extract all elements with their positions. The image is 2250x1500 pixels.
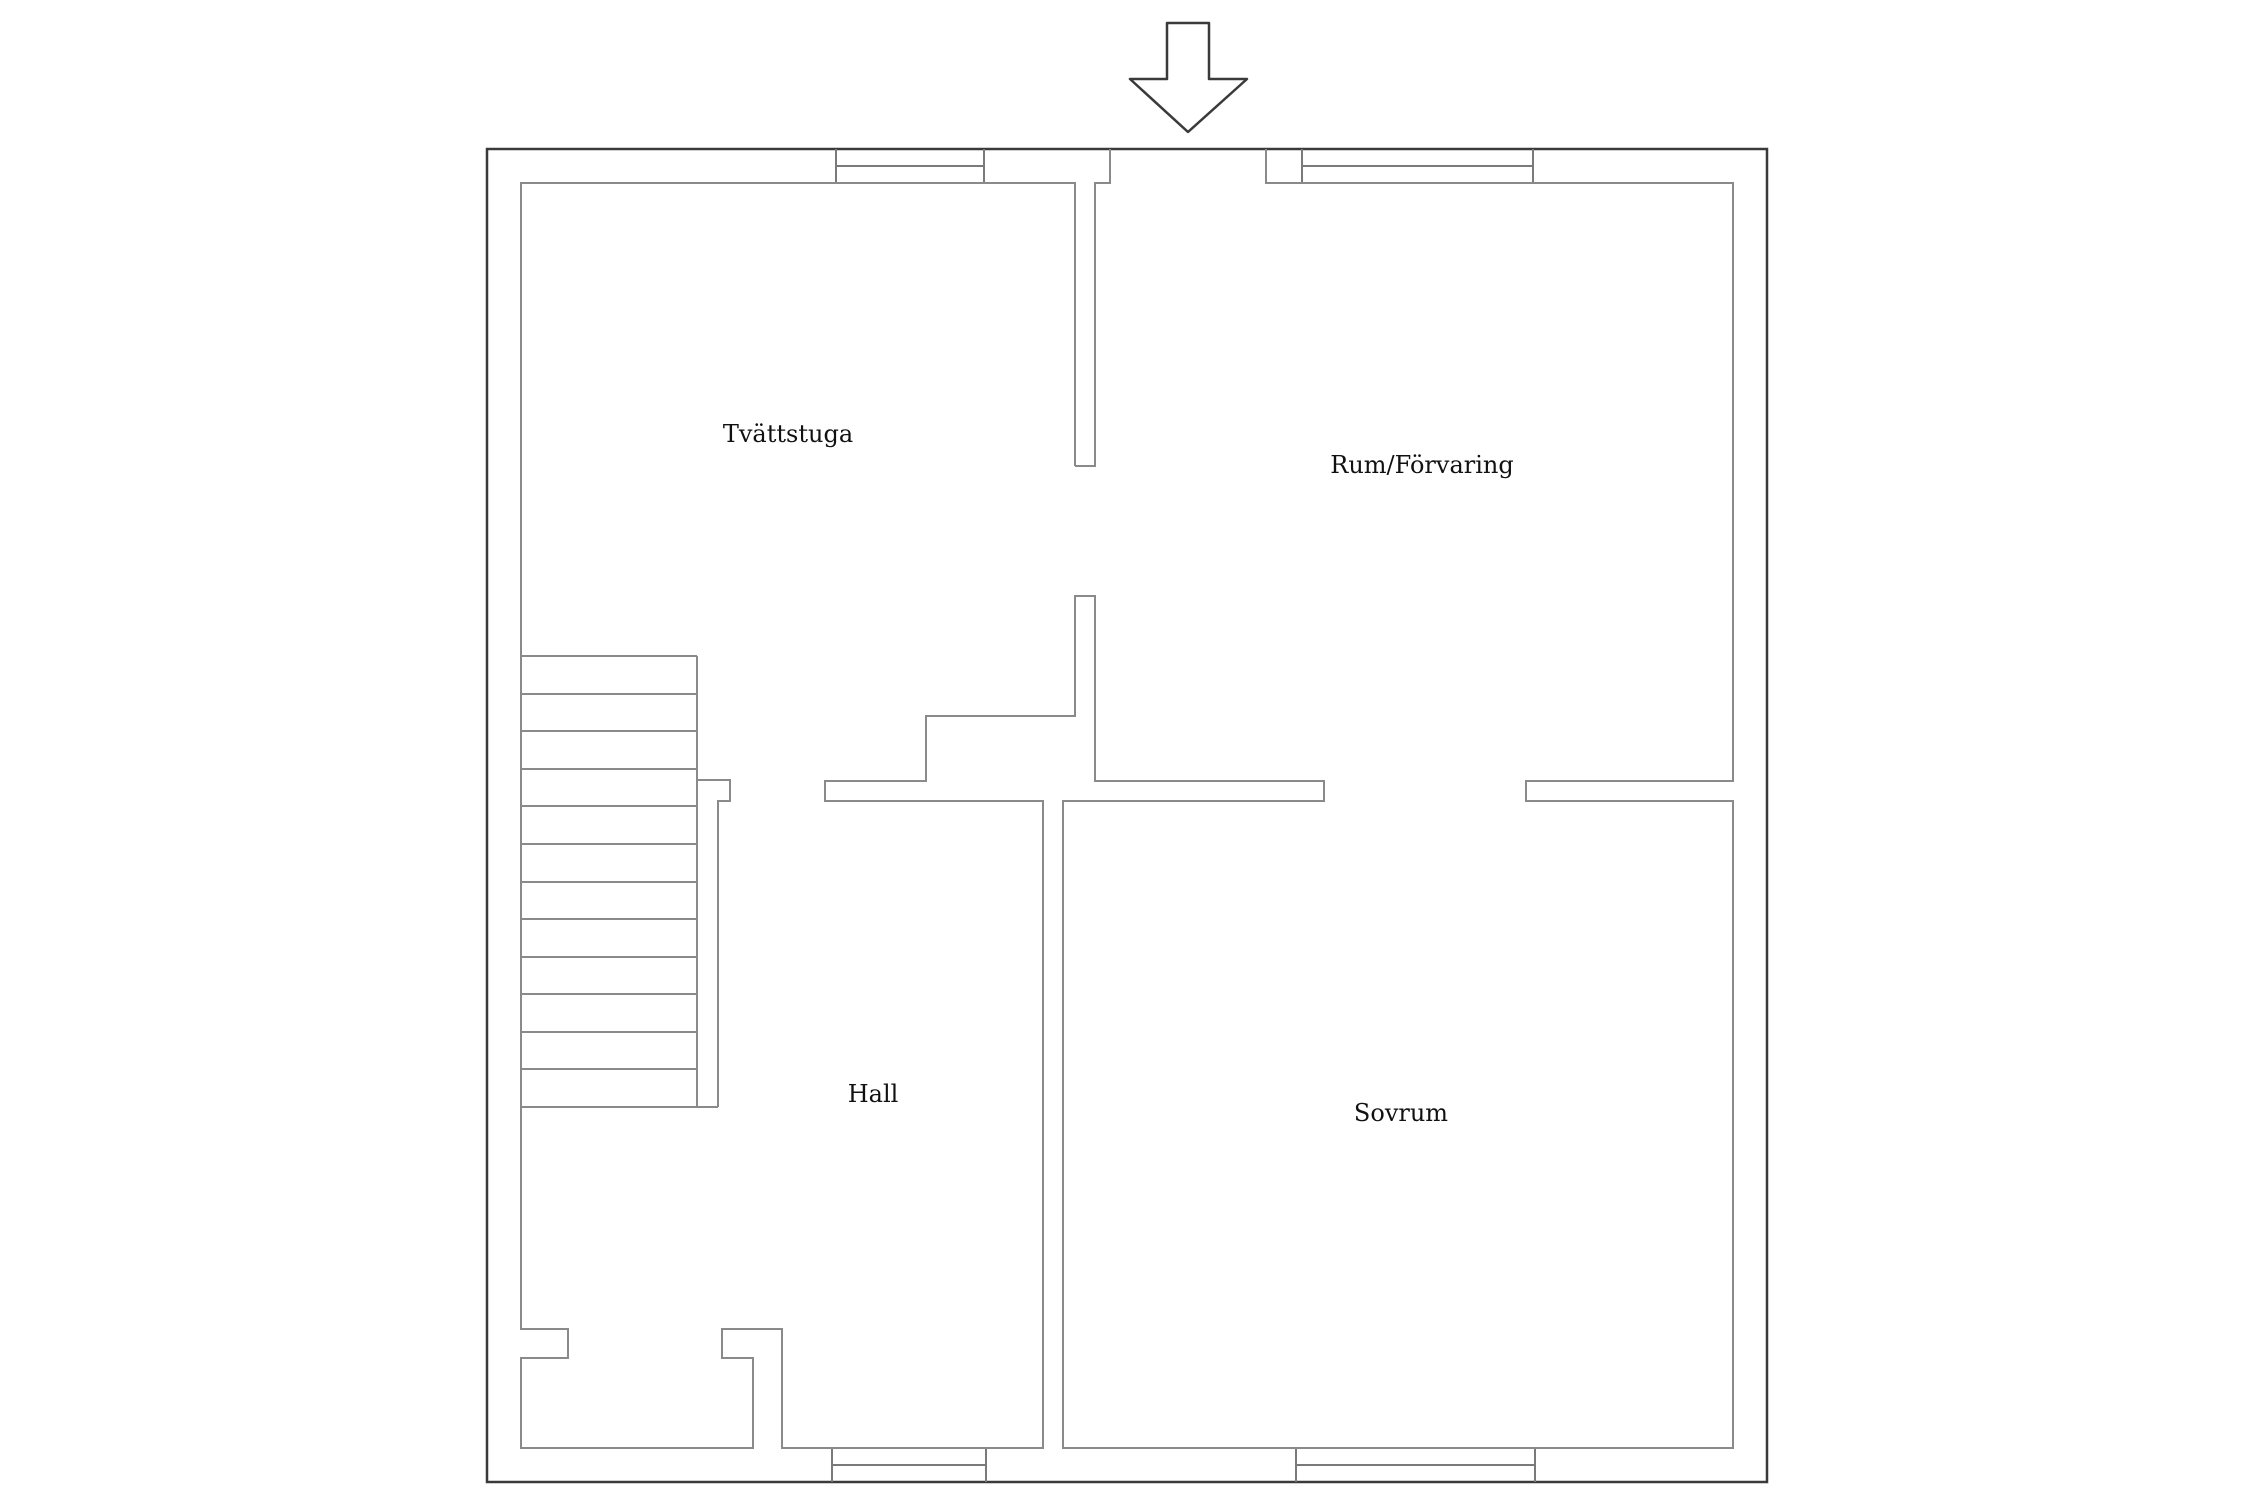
room-label-hall: Hall (847, 1080, 899, 1108)
room-label-rum-forvaring: Rum/Förvaring (1330, 451, 1514, 479)
inner-wall-stub-upper (1075, 149, 1111, 467)
outer-wall (485, 147, 1769, 1484)
window-bottom-left (831, 1448, 987, 1482)
window-top-left (835, 149, 985, 183)
room-label-tvattstuga: Tvättstuga (722, 420, 854, 448)
window-top-right (1301, 149, 1534, 183)
inner-wall-left (520, 149, 1734, 1449)
entrance-arrow-icon (1128, 21, 1249, 134)
room-label-sovrum: Sovrum (1353, 1099, 1449, 1127)
window-bottom-right (1295, 1448, 1536, 1482)
staircase (521, 655, 731, 1108)
